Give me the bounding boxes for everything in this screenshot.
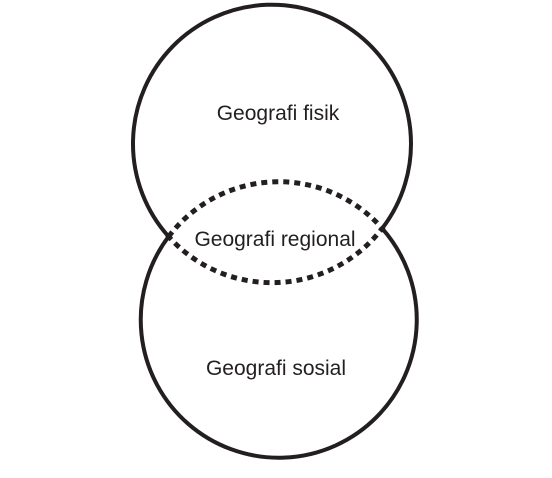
circle-geografi-sosial: [138, 227, 419, 460]
label-geografi-sosial: Geografi sosial: [206, 357, 346, 380]
circle-geografi-fisik: [131, 2, 413, 238]
label-geografi-fisik: Geografi fisik: [217, 102, 340, 125]
label-geografi-regional: Geografi regional: [194, 228, 355, 251]
intersection-geografi-regional: [165, 179, 386, 286]
